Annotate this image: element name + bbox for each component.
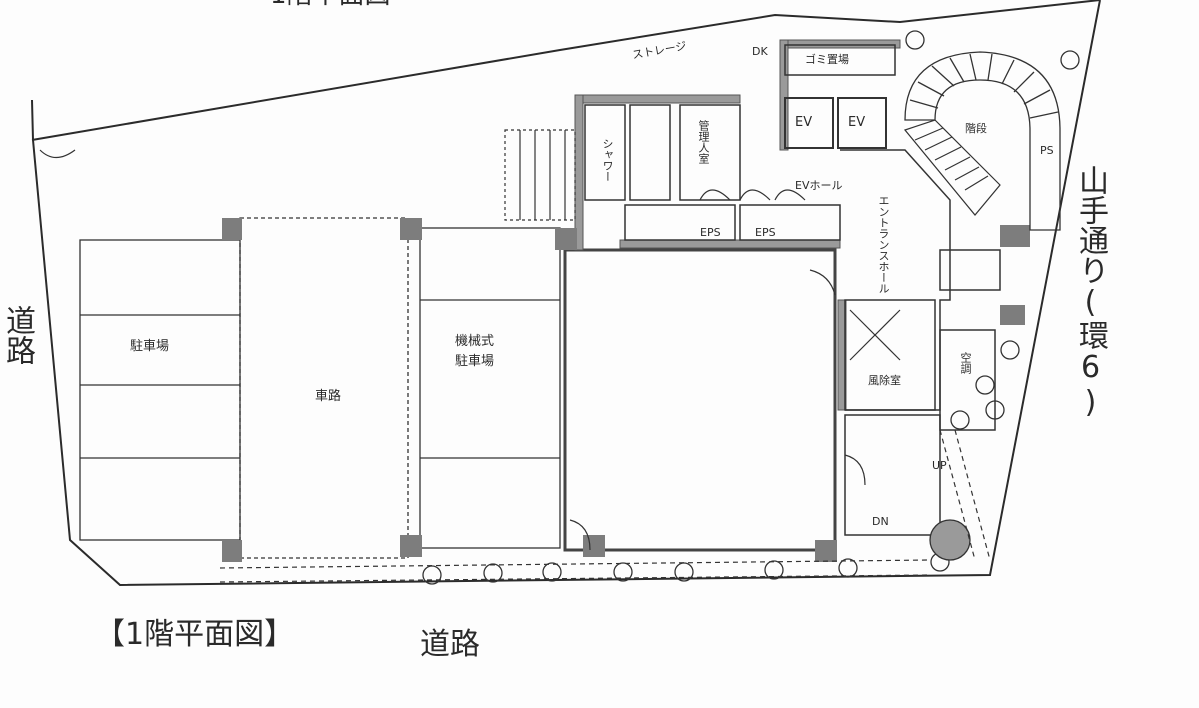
entrance-wing [840, 149, 1001, 536]
curved-stair [904, 51, 1061, 231]
ev1-label: EV [795, 115, 813, 130]
road-right-label: 山手通り(環6) [1073, 165, 1108, 420]
site-boundary-top [31, 0, 1101, 141]
floor-plan-caption: 【1階平面図】 [95, 617, 295, 652]
core-walls [574, 39, 901, 411]
windbreak-label: 風除室 [868, 374, 901, 387]
mech-parking-label-1: 機械式 [455, 334, 495, 349]
mechanical-parking-area [419, 227, 561, 549]
mech-parking-label-2: 駐車場 [455, 354, 495, 369]
shower-label: シャワー [601, 138, 614, 182]
air-label: 空調 [959, 352, 972, 374]
diagonal-stair [903, 119, 1001, 216]
dn-label: DN [872, 515, 889, 528]
trees [422, 30, 1080, 585]
driveway-area [239, 217, 409, 559]
eps2-label: EPS [755, 226, 776, 239]
main-hall [563, 248, 837, 552]
elevators [784, 97, 887, 149]
stairs-label: 階段 [965, 122, 987, 135]
trash-label: ゴミ置場 [805, 53, 849, 66]
road-bottom-label: 道路 [420, 627, 480, 662]
dk-label: DK [752, 45, 768, 58]
pantry-label: PS [1040, 144, 1054, 157]
manager-room-label: 管理人室 [697, 120, 710, 164]
doors [39, 149, 901, 551]
entrance-hall-label: エントランスホール [877, 195, 890, 294]
ev-hall-label: EVホール [795, 179, 843, 192]
ev2-label: EV [848, 115, 866, 130]
top-cut-label: 1階平面図 [270, 0, 391, 8]
columns [222, 218, 1030, 562]
driveway-label: 車路 [315, 389, 342, 404]
service-rooms [584, 44, 896, 241]
parking-area [79, 239, 241, 541]
up-label: UP [932, 459, 947, 472]
road-left-label: 道路 [0, 305, 35, 365]
site-boundary [31, 0, 1101, 587]
eps1-label: EPS [700, 226, 721, 239]
walkway [219, 429, 991, 583]
parking-label: 駐車場 [130, 339, 170, 354]
left-stair [504, 129, 576, 221]
